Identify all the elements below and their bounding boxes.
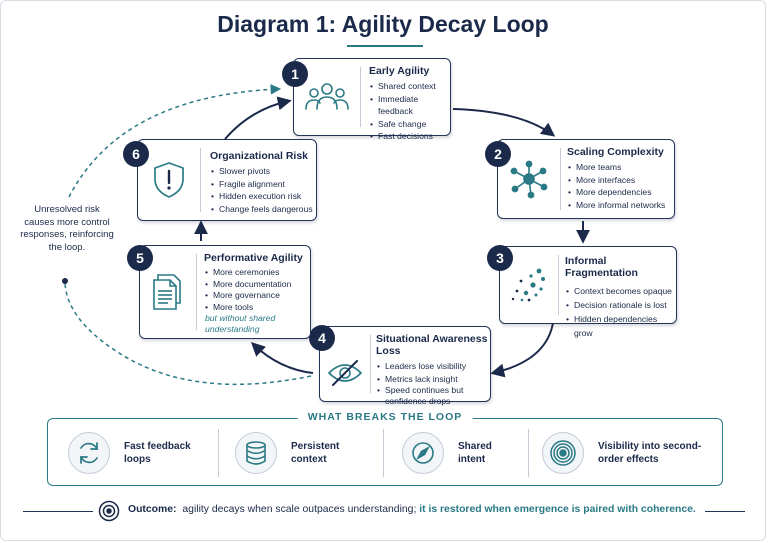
outcome-label: Outcome: — [128, 504, 177, 515]
step-bullet: Fragile alignment — [211, 178, 313, 191]
step-organizational-risk: Organizational Risk Slower pivots Fragil… — [137, 139, 317, 221]
step-note: but without shared understanding — [205, 313, 276, 334]
step-bullet: More interfaces — [568, 174, 665, 187]
step-performative-agility: Performative Agility More ceremonies Mor… — [139, 245, 311, 339]
breaker-item: Shared intent — [402, 431, 518, 475]
step-number-badge: 3 — [487, 245, 513, 271]
step-number-badge: 1 — [282, 61, 308, 87]
step-early-agility: Early Agility Shared context Immediate f… — [293, 58, 451, 142]
step-bullet: Speed continues but confidence drops — [377, 385, 493, 407]
step-number-badge: 5 — [127, 245, 153, 271]
step-informal-fragmentation: Informal Fragmentation Context becomes o… — [499, 246, 677, 338]
step-situational-awareness-loss: Situational Awareness Loss Leaders lose … — [319, 326, 493, 406]
step-number-badge: 4 — [309, 325, 335, 351]
step-number-badge: 2 — [485, 141, 511, 167]
arrow-3-to-4 — [490, 322, 554, 378]
feedback-loop-note: Unresolved risk causes more control resp… — [20, 204, 114, 253]
breaker-item: Visibility into second-order effects — [542, 431, 718, 475]
what-breaks-the-loop-panel: WHAT BREAKS THE LOOP Fast feedback loops… — [47, 411, 723, 486]
page-title: Diagram 1: Agility Decay Loop — [217, 11, 549, 37]
ripple-rings-icon — [542, 432, 584, 474]
step-title: Situational Awareness Loss — [376, 333, 488, 357]
step-title: Performative Agility — [204, 252, 303, 264]
step-bullet: Leaders lose visibility — [377, 360, 493, 373]
outcome-text: Outcome: agility decays when scale outpa… — [128, 504, 696, 515]
step-title: Early Agility — [369, 65, 430, 77]
arrow-4-to-5 — [250, 342, 314, 374]
panel-title: WHAT BREAKS THE LOOP — [297, 411, 473, 423]
step-number-badge: 6 — [123, 141, 149, 167]
database-icon — [235, 432, 277, 474]
step-scaling-complexity: Scaling Complexity More teams More inter… — [497, 139, 675, 219]
step-bullet: More dependencies — [568, 186, 665, 199]
step-bullet: Context becomes opaque — [566, 284, 676, 298]
refresh-arrows-icon — [68, 432, 110, 474]
shield-alert-icon — [138, 140, 200, 220]
breaker-item: Fast feedback loops — [68, 431, 202, 475]
step-bullet: More teams — [568, 161, 665, 174]
title-underline — [347, 45, 423, 47]
arrow-6-to-1 — [224, 96, 292, 140]
step-bullet: Fast decisions — [370, 130, 450, 143]
step-bullet: Change feels dangerous — [211, 203, 313, 216]
feedback-dash-bottom — [64, 282, 312, 386]
documents-icon — [140, 246, 196, 338]
step-bullet: Decision rationale is lost — [566, 298, 676, 312]
outcome-statement: agility decays when scale outpaces under… — [182, 504, 417, 515]
breaker-label: Visibility into second-order effects — [598, 441, 702, 465]
breaker-label: Fast feedback loops — [124, 441, 191, 465]
target-icon — [98, 500, 120, 522]
breaker-label: Persistent context — [291, 441, 340, 465]
feedback-origin-dot — [62, 278, 68, 284]
step-bullet: More ceremonies — [205, 267, 303, 279]
outcome-highlight: it is restored when emergence is paired … — [419, 504, 696, 515]
outcome-bar: Outcome: agility decays when scale outpa… — [1, 498, 765, 524]
compass-icon — [402, 432, 444, 474]
step-bullet: Shared context — [370, 80, 450, 93]
step-bullet: Hidden dependencies grow — [566, 312, 676, 340]
breaker-item: Persistent context — [235, 431, 361, 475]
step-bullet: Slower pivots — [211, 165, 313, 178]
step-bullet: More informal networks — [568, 199, 665, 212]
step-title: Scaling Complexity — [567, 146, 664, 158]
step-bullet: Metrics lack insight — [377, 373, 493, 386]
step-title: Informal Fragmentation — [565, 255, 638, 279]
eye-slash-icon — [320, 345, 370, 401]
step-bullet: Hidden execution risk — [211, 190, 313, 203]
step-bullet: Safe change — [370, 118, 450, 131]
arrow-1-to-2 — [452, 108, 556, 137]
people-group-icon — [294, 59, 360, 135]
step-bullet: More governance — [205, 290, 303, 302]
step-title: Organizational Risk — [210, 150, 309, 162]
breaker-label: Shared intent — [458, 441, 492, 465]
step-bullet: Immediate feedback — [370, 93, 450, 118]
step-bullet: More tools — [205, 302, 303, 314]
scattered-dots-icon — [500, 247, 558, 323]
step-bullet: More documentation — [205, 279, 303, 291]
network-nodes-icon — [498, 140, 560, 218]
